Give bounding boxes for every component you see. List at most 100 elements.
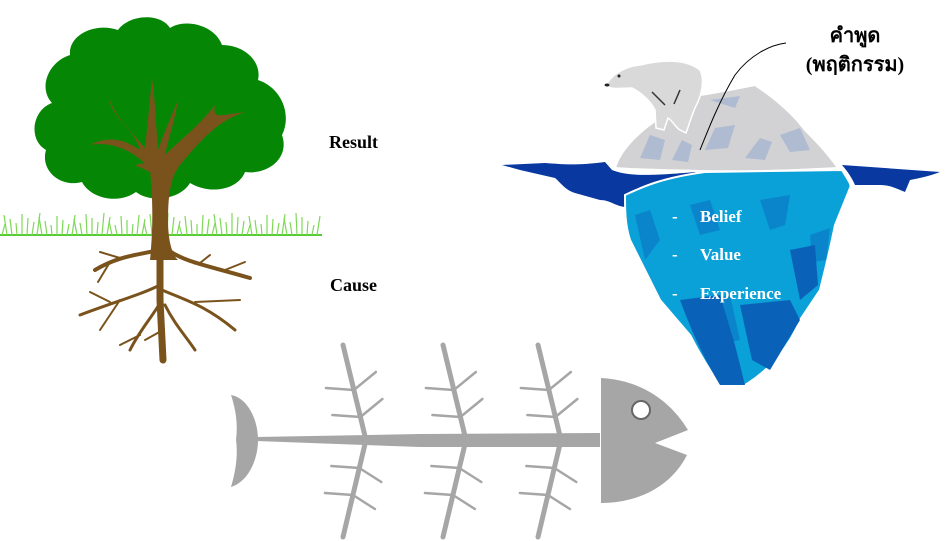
fish-spike (352, 370, 378, 392)
grass-blade (248, 215, 253, 236)
fish-tail (231, 395, 258, 487)
iceberg-item-value: - Value (672, 245, 741, 265)
fish-spike (526, 413, 557, 419)
tree-foliage (34, 17, 286, 199)
fish-spike (424, 386, 456, 392)
grass-blade (246, 224, 251, 236)
result-label: Result (329, 132, 378, 152)
grass-blade (50, 224, 53, 236)
grass-blade (79, 222, 83, 236)
grass-blade (241, 220, 245, 236)
fish-spike (452, 370, 478, 392)
fish-rib (535, 441, 563, 540)
fish-rib (440, 441, 468, 540)
grass-blade (141, 218, 146, 236)
grass-blade (101, 212, 105, 236)
fish-spike (323, 491, 355, 497)
cause-label: Cause (330, 275, 378, 295)
grass-blade (271, 218, 274, 236)
grass-blade (108, 220, 113, 236)
item-label: Value (700, 245, 741, 264)
fish-spike (459, 397, 484, 419)
grass-blade (254, 219, 258, 236)
grass-blade (3, 214, 8, 236)
grass-blade (289, 221, 293, 236)
grass-blade (114, 224, 118, 236)
grass-blade (96, 221, 99, 236)
grass-blade (73, 218, 78, 236)
fish-spike (546, 493, 572, 511)
grass-blade (106, 216, 111, 236)
fish-spine (256, 433, 600, 447)
iceberg-above-water (613, 83, 840, 173)
grass-blade (171, 216, 175, 236)
grass-blade (295, 212, 298, 236)
grass-blade (66, 223, 70, 236)
grass-blade (136, 214, 140, 236)
grass-blade (225, 221, 228, 236)
grass-blade (219, 217, 223, 236)
grass-blade (120, 215, 123, 236)
grass-blade (184, 215, 188, 236)
callout-label: คำพูด (พฤติกรรม) (770, 22, 940, 80)
tree-roots (78, 236, 252, 364)
grass-blade (281, 213, 286, 236)
grass-blade (36, 212, 41, 236)
fish-ribs (323, 342, 579, 540)
grass-blade (190, 219, 193, 236)
grass-blade (15, 222, 18, 236)
water-surface (502, 162, 940, 207)
grass-blade (316, 215, 321, 236)
fish-spike (554, 397, 579, 419)
grass-blade (276, 222, 280, 236)
fish-rib (340, 441, 368, 540)
grass-blade (206, 218, 210, 236)
grass-blade (131, 223, 134, 236)
bullet: - (672, 245, 678, 264)
fish-spike (423, 491, 455, 497)
fish-spike (330, 464, 361, 470)
iceberg-item-experience: - Experience (672, 284, 781, 304)
fish-spike (430, 464, 461, 470)
grass-blade (44, 220, 48, 236)
grass-blade (306, 220, 309, 236)
grass-blade (31, 221, 35, 236)
fish-spike (525, 464, 556, 470)
fish-spike (518, 491, 550, 497)
grass-blade (260, 223, 263, 236)
grass-blade (85, 213, 88, 236)
iceberg-below-water (623, 168, 852, 386)
tree-trunk-and-branches (90, 78, 245, 260)
callout-line-2: (พฤติกรรม) (805, 54, 905, 76)
fish-spike (324, 386, 356, 392)
grass-blade (311, 224, 315, 236)
fish-spike (458, 466, 483, 484)
grass-blade (178, 224, 183, 236)
grass-blade (143, 222, 148, 236)
fish-spike (351, 493, 377, 511)
iceberg-item-belief: - Belief (672, 207, 742, 227)
grass-blade (61, 219, 64, 236)
fish-spike (547, 370, 573, 392)
grass-blade (26, 217, 29, 236)
fish-spike (358, 466, 383, 484)
fish-eye (631, 400, 651, 420)
grass-blade (71, 214, 76, 236)
grass-blade (201, 214, 204, 236)
polar-bear (604, 60, 704, 135)
bullet: - (672, 284, 678, 303)
fish-spike (331, 413, 362, 419)
fish-head (601, 378, 688, 503)
grass-blade (213, 213, 218, 236)
item-label: Belief (700, 207, 742, 226)
grass-blade (1, 223, 6, 236)
item-label: Experience (700, 284, 782, 303)
grass-blade (38, 216, 43, 236)
bullet: - (672, 207, 678, 226)
grass-blade (211, 222, 216, 236)
fish-spike (553, 466, 578, 484)
